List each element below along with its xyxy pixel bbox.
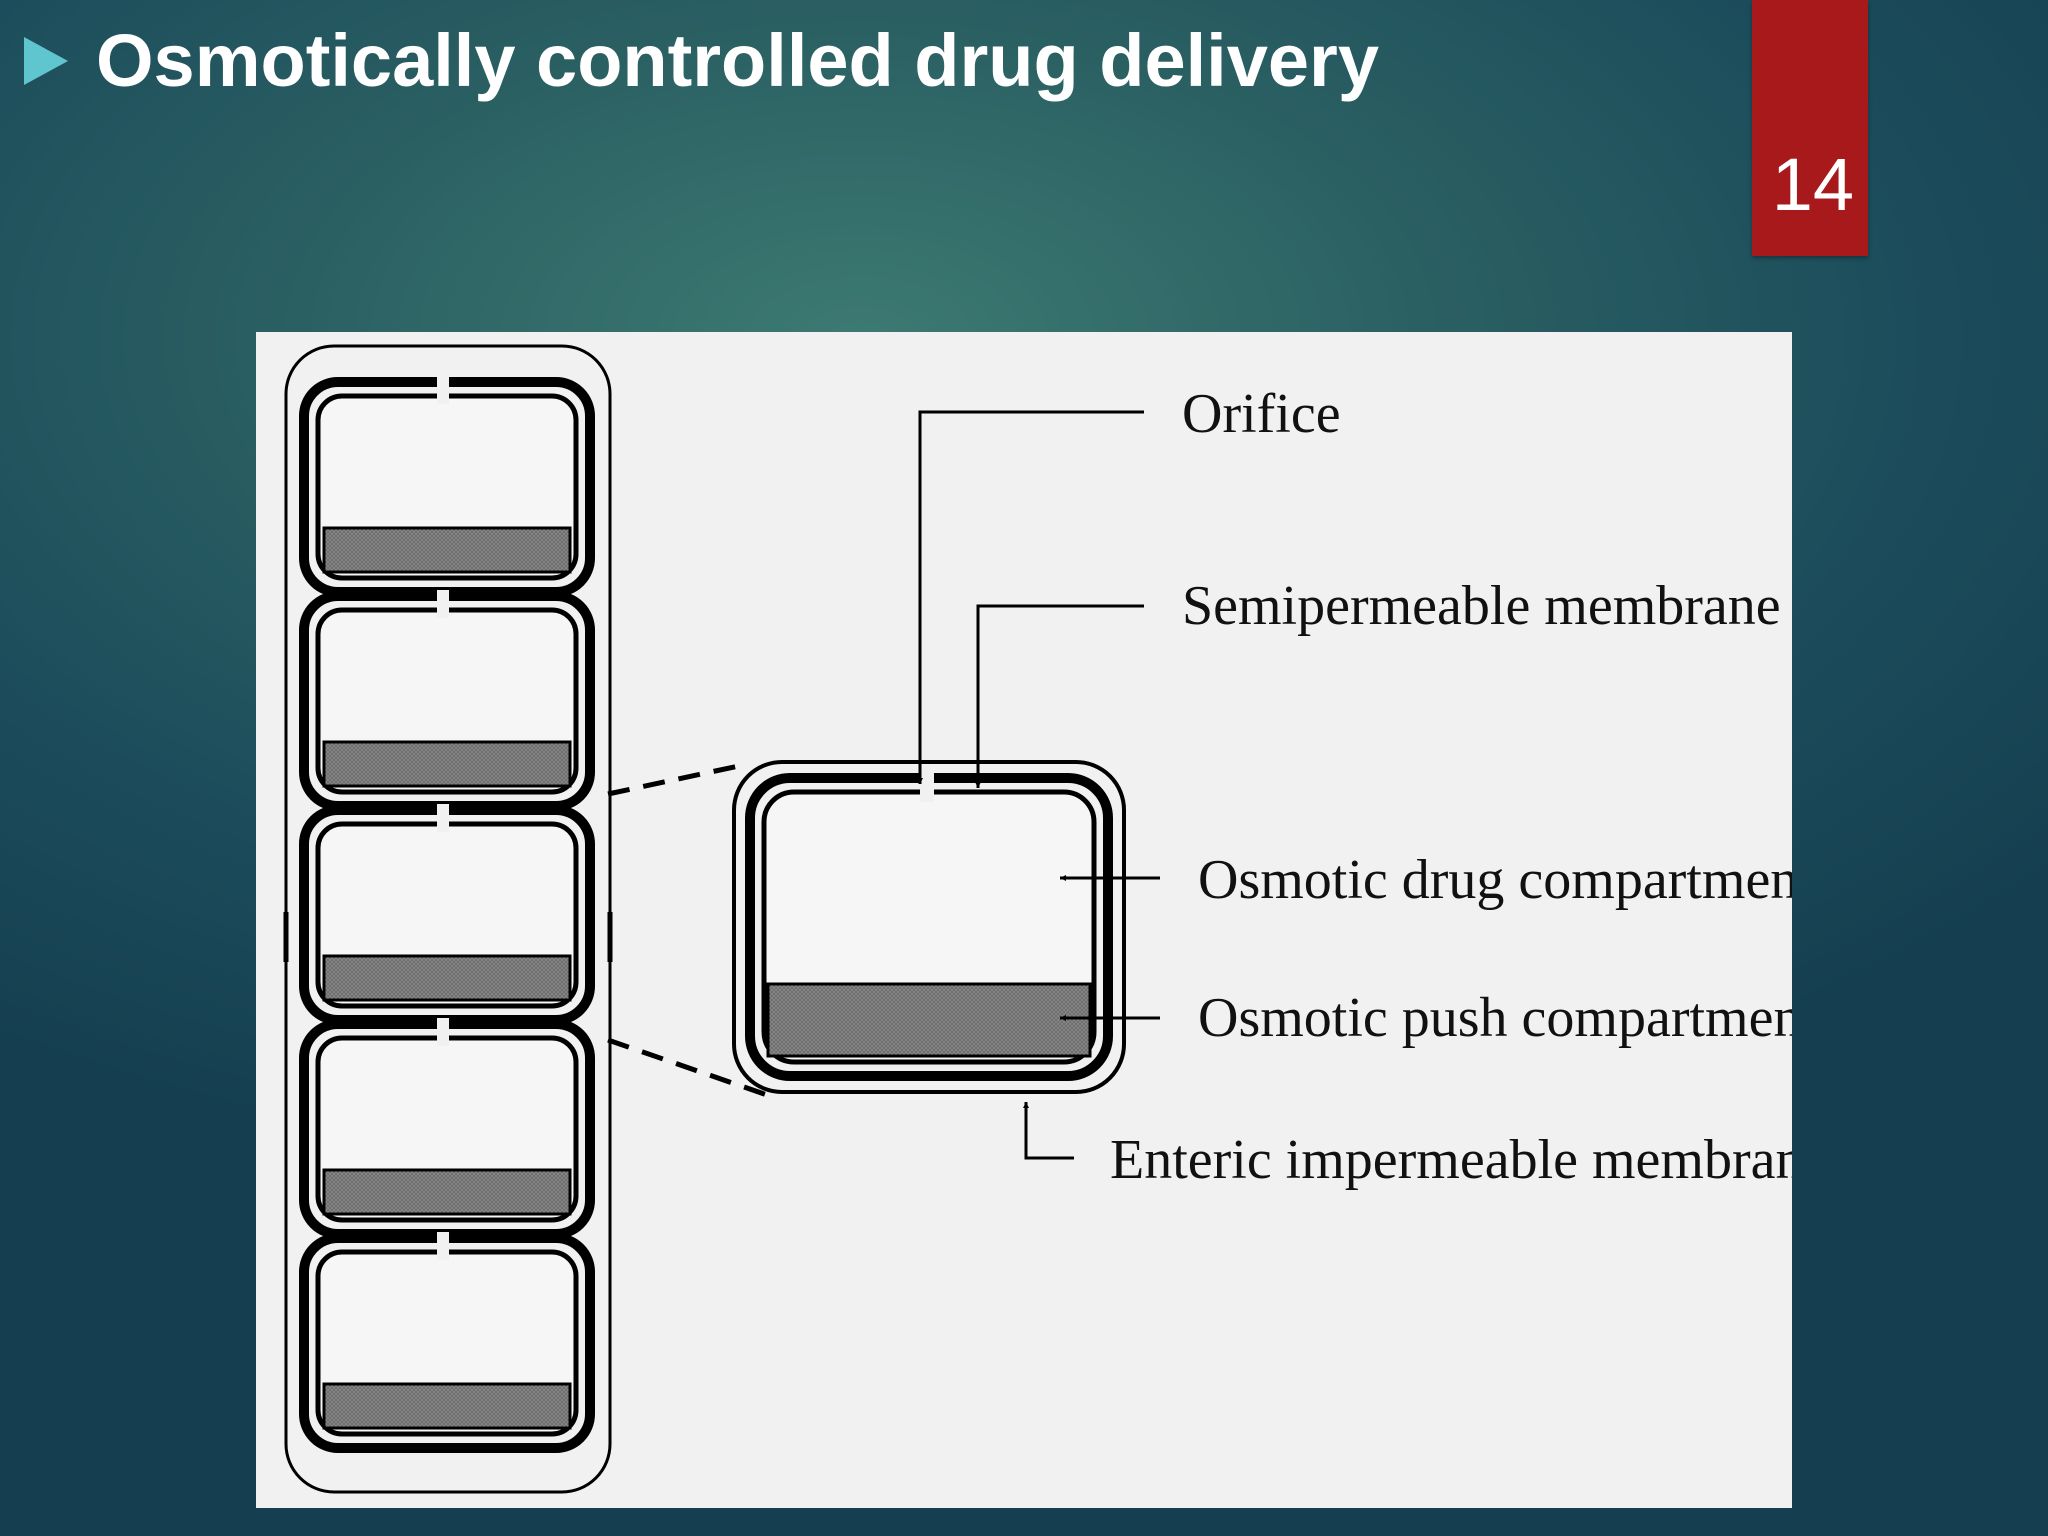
slide-number: 14	[1771, 143, 1854, 226]
label-orifice: Orifice	[1182, 383, 1341, 445]
tablet-strip	[283, 344, 613, 1494]
zoom-lines	[607, 761, 771, 1099]
enlarged-unit	[732, 760, 1126, 1094]
tablet-unit	[299, 376, 595, 597]
osmotic-device-diagram: Orifice Semipermeable membrane Osmotic d…	[256, 332, 1792, 1508]
tablet-unit	[299, 804, 595, 1025]
slide-number-badge: 14	[1752, 0, 1868, 256]
tablet-unit	[299, 1232, 595, 1453]
tablet-unit	[299, 1018, 595, 1239]
slide-title: Osmotically controlled drug delivery	[96, 19, 1380, 102]
tablet-unit	[299, 590, 595, 811]
label-semipermeable-membrane: Semipermeable membrane	[1182, 575, 1781, 637]
label-osmotic-push-compartment: Osmotic push compartment	[1198, 987, 1792, 1049]
leader-lines	[917, 410, 1160, 1160]
title-row: Osmotically controlled drug delivery	[24, 16, 1379, 106]
triangle-bullet-icon	[24, 37, 68, 85]
label-osmotic-drug-compartment: Osmotic drug compartment	[1198, 849, 1792, 911]
label-enteric-impermeable-membrane: Enteric impermeable membrane	[1110, 1129, 1792, 1191]
